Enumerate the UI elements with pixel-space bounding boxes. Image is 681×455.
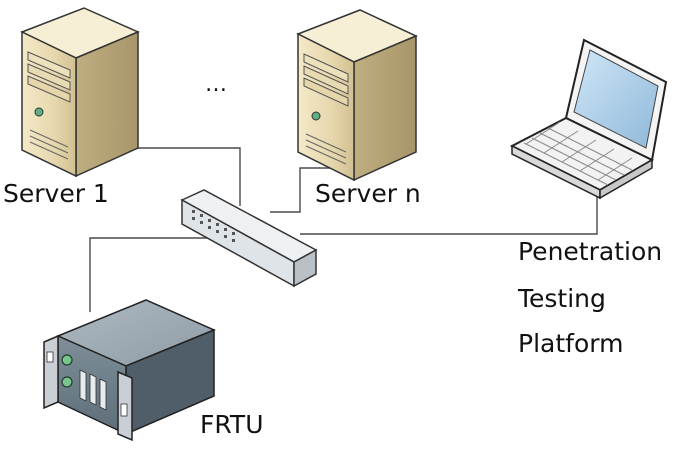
server-n-label: Server n (315, 179, 421, 208)
frtu-label: FRTU (200, 410, 264, 439)
connection-lines (89, 147, 598, 312)
network-switch-icon (180, 189, 318, 288)
laptop-icon (509, 38, 668, 200)
ellipsis-label: … (205, 72, 228, 97)
edge-server1-switch (120, 147, 241, 206)
edge-laptop-switch (300, 197, 598, 235)
edge-servern-switch (270, 167, 345, 213)
server-1-label: Server 1 (3, 179, 109, 208)
laptop-label-line-2: Testing (518, 284, 606, 313)
laptop-label-line-3: Platform (518, 329, 624, 358)
server-n-icon (296, 9, 418, 182)
laptop-label-line-1: Penetration (518, 237, 663, 266)
edge-frtu-switch (89, 237, 226, 312)
frtu-icon (43, 299, 216, 442)
server-1-icon (20, 7, 140, 178)
